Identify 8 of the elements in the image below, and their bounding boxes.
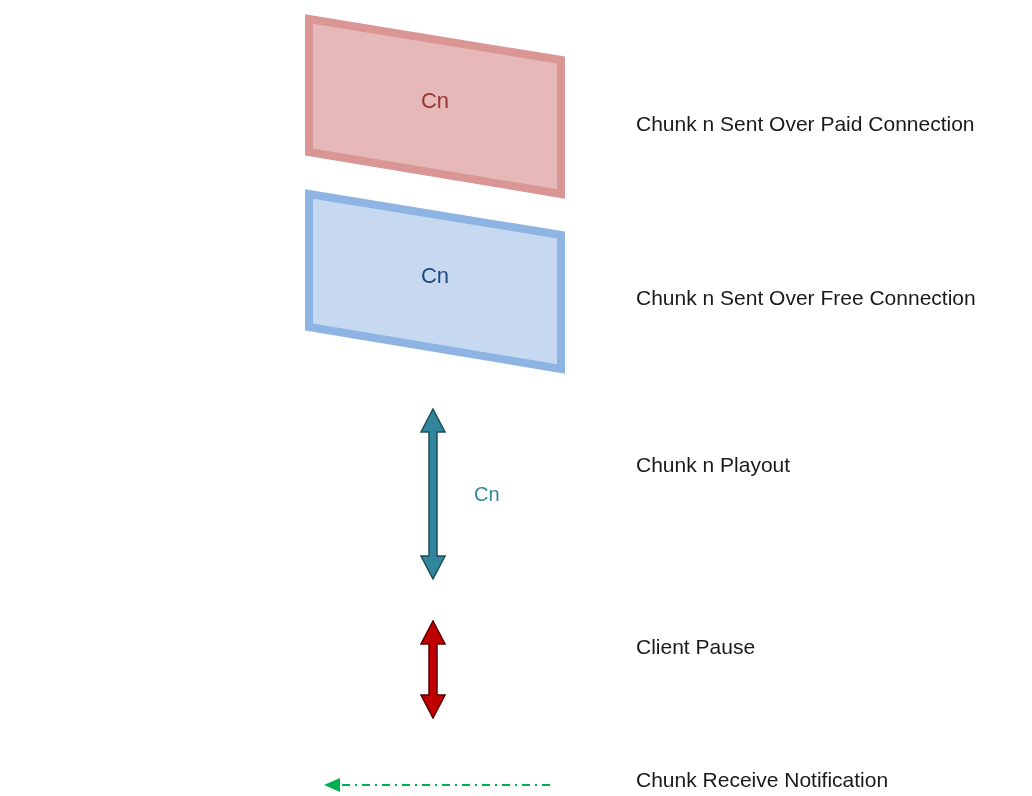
box-label: Cn: [420, 87, 450, 115]
legend-text: Client Pause: [636, 634, 756, 660]
box-label: Cn: [420, 262, 450, 290]
legend-text: Chunk n Sent Over Free Connection: [636, 285, 976, 311]
legend-text: Chunk n Sent Over Paid Connection: [636, 111, 975, 137]
legend-text: Chunk Receive Notification: [636, 767, 889, 793]
legend-text: Chunk n Playout: [636, 452, 791, 478]
arrow-label: Cn: [474, 482, 500, 507]
